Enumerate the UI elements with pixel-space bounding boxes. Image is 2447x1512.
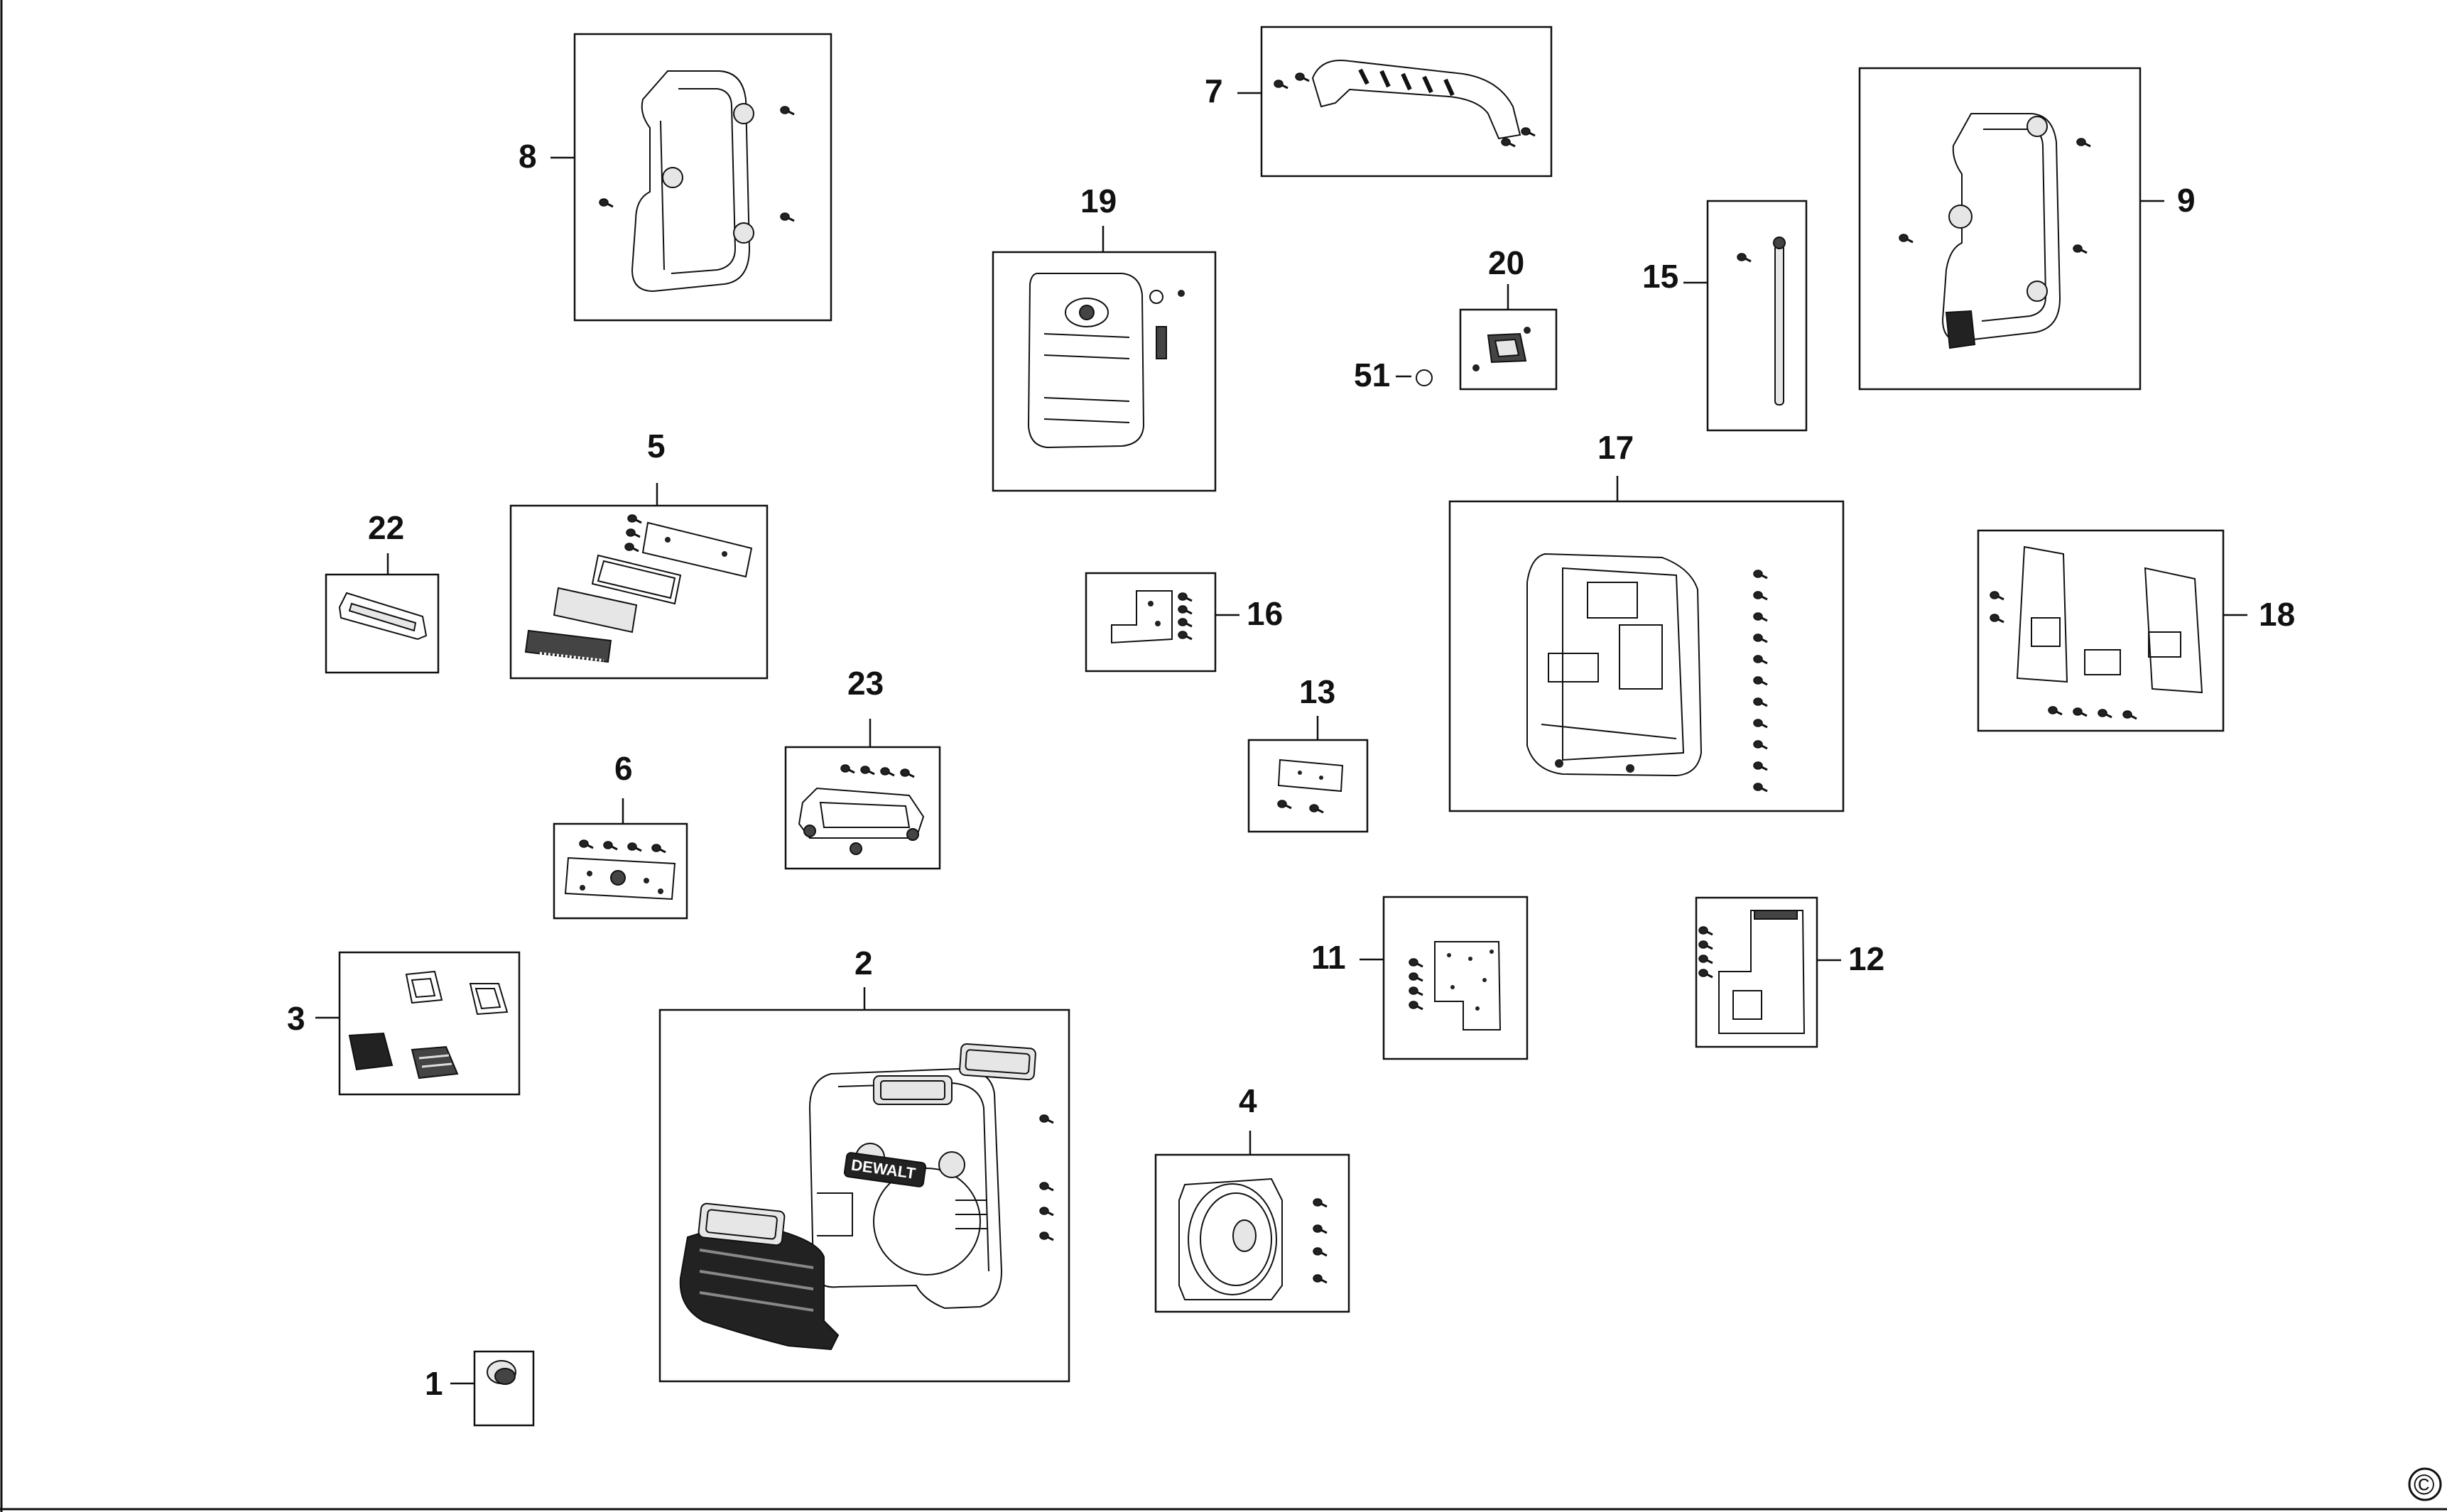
callout-17: 17 [1597, 429, 1634, 466]
part-5-display-assembly: 5 [509, 428, 769, 680]
callout-7: 7 [1205, 72, 1223, 109]
callout-23: 23 [847, 665, 884, 702]
part-23-bracket: 23 [784, 665, 941, 870]
callout-3: 3 [287, 1000, 305, 1037]
part-1-knob: 1 [425, 1350, 535, 1427]
part-51-oring: 51 [1354, 357, 1433, 393]
callout-22: 22 [368, 509, 404, 546]
part-6-control-board: 6 [553, 750, 688, 920]
part-19-battery-door: 19 [992, 183, 1217, 492]
part-12-power-board: 12 [1695, 896, 1884, 1048]
callout-8: 8 [519, 138, 537, 175]
part-20-latch: 20 [1459, 244, 1558, 391]
part-15-antenna: 15 [1642, 200, 1808, 432]
callout-4: 4 [1239, 1082, 1257, 1119]
part-18-battery-boards: 18 [1977, 529, 2295, 732]
part-22-grip: 22 [325, 509, 440, 674]
callout-12: 12 [1848, 940, 1884, 977]
callout-2: 2 [854, 945, 873, 981]
part-7-top-handle: 7 [1205, 26, 1553, 178]
part-11-circuit-board: 11 [1311, 896, 1529, 1060]
part-16-switch-board: 16 [1085, 572, 1283, 673]
callout-9: 9 [2177, 182, 2196, 219]
copyright-symbol: © [2414, 1469, 2434, 1501]
part-13-plate: 13 [1247, 673, 1369, 833]
callout-16: 16 [1247, 595, 1283, 632]
callout-51: 51 [1354, 357, 1390, 393]
callout-19: 19 [1080, 183, 1117, 219]
callout-6: 6 [614, 750, 633, 787]
callout-15: 15 [1642, 258, 1678, 295]
part-9-right-frame: 9 [1858, 67, 2196, 391]
part-17-rear-housing: 17 [1448, 429, 1845, 812]
copyright-mark: © [2408, 1467, 2442, 1501]
part-8-left-frame: 8 [519, 33, 832, 322]
callout-18: 18 [2259, 596, 2295, 633]
callout-1: 1 [425, 1365, 443, 1402]
callout-5: 5 [647, 428, 666, 464]
callout-11: 11 [1311, 939, 1346, 976]
part-3-bumpers: 3 [287, 951, 521, 1096]
part-2-front-housing: 2 DEWALT [658, 945, 1070, 1383]
callout-13: 13 [1299, 673, 1335, 710]
callout-20: 20 [1488, 244, 1524, 281]
part-4-speaker: 4 [1154, 1082, 1350, 1313]
